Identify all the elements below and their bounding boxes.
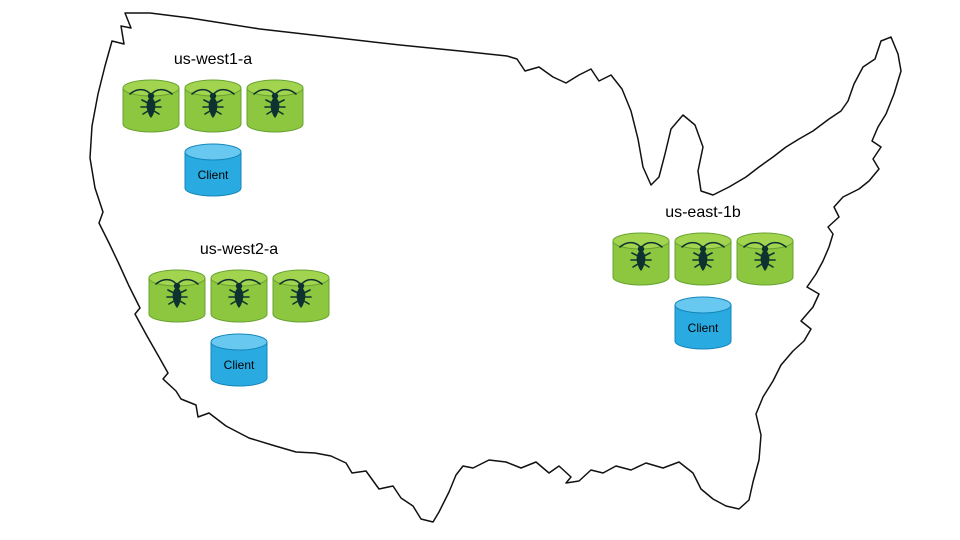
db-node-cylinder (246, 79, 304, 133)
db-node-cylinder (612, 232, 670, 286)
region-us-east-1b: us-east-1b Client (610, 203, 796, 350)
db-node-cylinder (736, 232, 794, 286)
db-node-cylinder (210, 269, 268, 323)
region-label: us-west1-a (173, 51, 253, 68)
client-cylinder: Client (184, 143, 242, 197)
region-us-west1-a: us-west1-a Client (120, 50, 306, 197)
region-label: us-east-1b (665, 204, 741, 221)
db-node-cylinder (674, 232, 732, 286)
db-node-cylinder (122, 79, 180, 133)
client-cylinder: Client (210, 333, 268, 387)
client-label: Client (197, 168, 229, 182)
db-node-cylinder (184, 79, 242, 133)
node-row (148, 269, 330, 323)
client-label: Client (687, 321, 719, 335)
client-label: Client (223, 358, 255, 372)
node-row (122, 79, 304, 133)
db-node-cylinder (148, 269, 206, 323)
us-map-outline-path (89, 12, 902, 523)
region-label: us-west2-a (199, 241, 279, 258)
db-node-cylinder (272, 269, 330, 323)
region-us-west2-a: us-west2-a Client (146, 240, 332, 387)
client-cylinder: Client (674, 296, 732, 350)
node-row (612, 232, 794, 286)
